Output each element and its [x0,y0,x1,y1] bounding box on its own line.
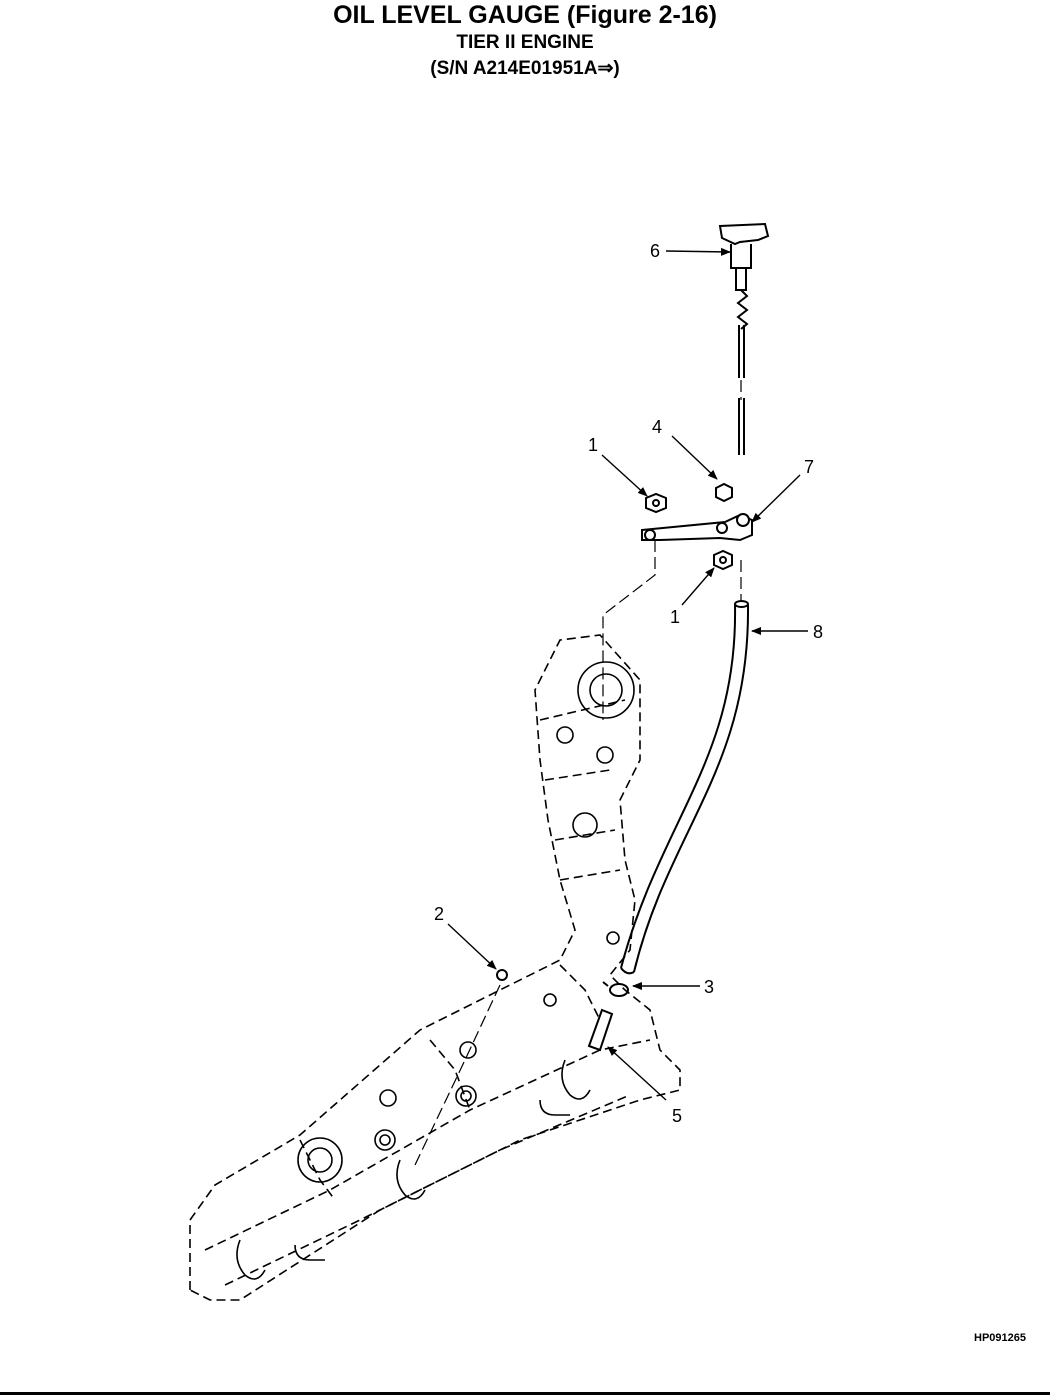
figure-title: OIL LEVEL GAUGE (Figure 2-16) [333,1,717,29]
callout-1-upper: 1 [588,435,598,455]
leader-7 [751,474,801,523]
figure-subtitle-serial: (S/N A214E01951A⇒) [430,58,620,79]
page-header: OIL LEVEL GAUGE (Figure 2-16) TIER II EN… [0,0,1050,82]
nut-part-1-upper [645,492,667,514]
clamp-part-3 [602,981,629,997]
leader-2 [447,923,497,970]
dipstick-tube [620,600,750,975]
figure-subtitle-engine: TIER II ENGINE [456,32,594,53]
callout-8: 8 [813,622,823,642]
nut-part-1-lower [713,549,733,571]
callout-1-lower: 1 [670,607,680,627]
engine-block-features [236,661,635,1280]
leader-6 [665,247,731,256]
dipstick-bracket [641,513,753,542]
hose-part-5 [587,1008,614,1052]
leader-5 [607,1046,667,1101]
dipstick [718,222,770,455]
leader-1-upper [601,454,648,497]
callout-7: 7 [804,457,814,477]
leader-4 [671,435,718,480]
callout-3: 3 [704,977,714,997]
leader-1-lower [681,567,715,606]
callout-leaders [447,247,808,1101]
callout-4: 4 [652,417,662,437]
engine-block-outline [189,634,681,1301]
page-bottom-rule [0,1392,1050,1395]
callout-5: 5 [672,1106,682,1126]
callout-2: 2 [434,904,444,924]
plug-part-2 [496,969,508,981]
figure-reference-code: HP091265 [974,1332,1026,1344]
callout-6: 6 [650,241,660,261]
assembly-leader-lines [414,380,742,1166]
bolt-part-4 [715,482,733,503]
